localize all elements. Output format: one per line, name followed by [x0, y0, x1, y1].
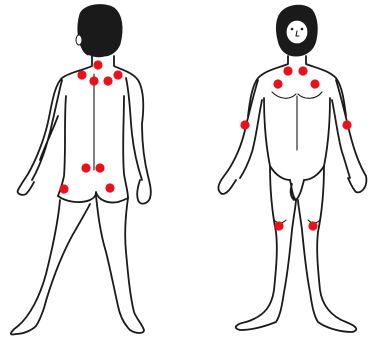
front-figure-left-arm [218, 80, 262, 194]
back-figure-left-arm [18, 80, 62, 195]
front-view-figure [218, 5, 366, 332]
back-figure-buttocks [58, 192, 128, 203]
marker-back-hip-right [105, 183, 114, 192]
marker-front-chest-right [310, 79, 319, 88]
marker-front-knee-left [274, 221, 283, 230]
front-figure-legs [236, 166, 357, 332]
front-figure-right-arm [332, 80, 366, 192]
back-view-figure [11, 5, 151, 335]
marker-front-elbow-right [342, 120, 351, 129]
marker-front-elbow-left [240, 120, 249, 129]
marker-front-chest-left [273, 79, 282, 88]
front-figure-groin [290, 180, 304, 200]
marker-back-upper-left [89, 76, 98, 85]
marker-front-collar-left [283, 66, 292, 75]
marker-back-neck-left [77, 70, 86, 79]
marker-back-lower-left [81, 163, 90, 172]
marker-front-knee-right [308, 221, 317, 230]
marker-back-hip-left [59, 184, 68, 193]
marker-back-neck-right [113, 70, 122, 79]
marker-back-upper-right [103, 76, 112, 85]
back-figure-legs [11, 196, 144, 335]
front-figure-head [277, 5, 318, 56]
marker-back-neck-center [93, 60, 102, 69]
front-figure-chest [272, 92, 322, 150]
back-view-markers [59, 60, 122, 193]
back-figure-head [76, 5, 122, 57]
back-figure-right-arm [126, 78, 150, 204]
marker-front-collar-right [298, 66, 307, 75]
marker-back-lower-right [95, 163, 104, 172]
back-figure-torso [58, 96, 128, 198]
